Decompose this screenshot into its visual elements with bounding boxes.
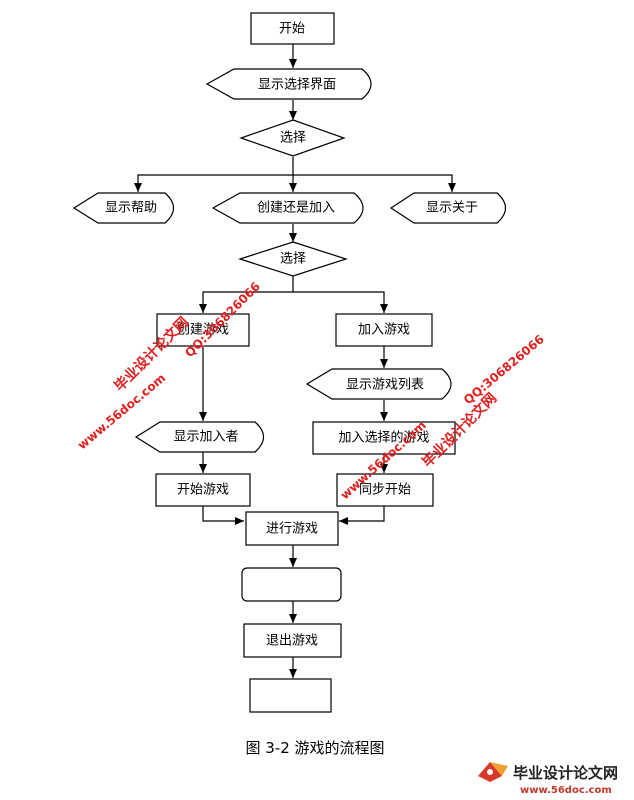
node-exit-game-box: [243, 623, 342, 658]
node-show-joiners-shape: [134, 421, 265, 453]
figure-caption: 图 3-2 游戏的流程图: [245, 739, 384, 757]
label-create-game: 创建游戏: [177, 323, 229, 338]
node-show-help-shape: [72, 192, 175, 224]
node-playing-box: [245, 511, 339, 546]
footer-url: www.56doc.com: [520, 785, 612, 796]
arrow-choice2-to-create-game: [199, 276, 294, 313]
node-start-game-box: [155, 473, 251, 507]
connectors: [134, 44, 456, 678]
node-create-or-join-shape: [211, 192, 364, 224]
node-show-select-ui-shape: [205, 68, 372, 100]
arrow-choice1-to-help: [134, 174, 293, 192]
node-choice1-diamond: [239, 119, 346, 157]
label-choice1: 选择: [280, 131, 306, 146]
node-join-game-box: [335, 313, 433, 347]
arrow-sync-to-playing: [339, 506, 385, 525]
label-join-selected: 加入选择的游戏: [338, 430, 429, 446]
label-show-help: 显示帮助: [105, 201, 157, 216]
label-show-about: 显示关于: [426, 201, 478, 216]
node-choice2-diamond: [238, 241, 348, 277]
node-show-about-shape: [389, 192, 507, 224]
label-start-game: 开始游戏: [177, 483, 229, 498]
node-create-game-box: [156, 313, 250, 347]
node-sync-start-box: [336, 473, 434, 507]
label-join-game: 加入游戏: [358, 323, 410, 338]
watermark-right: 毕业设计论文网 QQ:306826066 www.56doc.com: [338, 332, 547, 502]
label-start: 开始: [279, 22, 305, 37]
node-end-box: [249, 678, 332, 713]
node-start-box: [250, 12, 335, 45]
footer-logo-emblem: [478, 762, 508, 782]
label-create-or-join: 创建还是加入: [257, 201, 335, 216]
node-blank-rounded-box: [241, 567, 342, 602]
arrow-choice1-to-about: [293, 174, 456, 192]
label-show-select-ui: 显示选择界面: [258, 78, 336, 93]
arrow-start-to-playing: [202, 506, 244, 525]
label-show-joiners: 显示加入者: [173, 430, 238, 445]
label-sync-start: 同步开始: [359, 483, 411, 498]
node-join-selected-box: [312, 421, 456, 455]
watermark-qq-right: QQ:306826066: [461, 332, 547, 407]
arrow-choice2-to-join-game: [293, 291, 388, 313]
label-exit-game: 退出游戏: [266, 634, 318, 649]
label-choice2: 选择: [280, 252, 306, 267]
label-show-game-list: 显示游戏列表: [346, 378, 424, 393]
footer-site-name: 毕业设计论文网: [513, 764, 618, 782]
footer-logo: 毕业设计论文网 www.56doc.com: [478, 762, 618, 796]
node-show-game-list-shape: [305, 368, 452, 400]
label-playing: 进行游戏: [266, 522, 318, 537]
